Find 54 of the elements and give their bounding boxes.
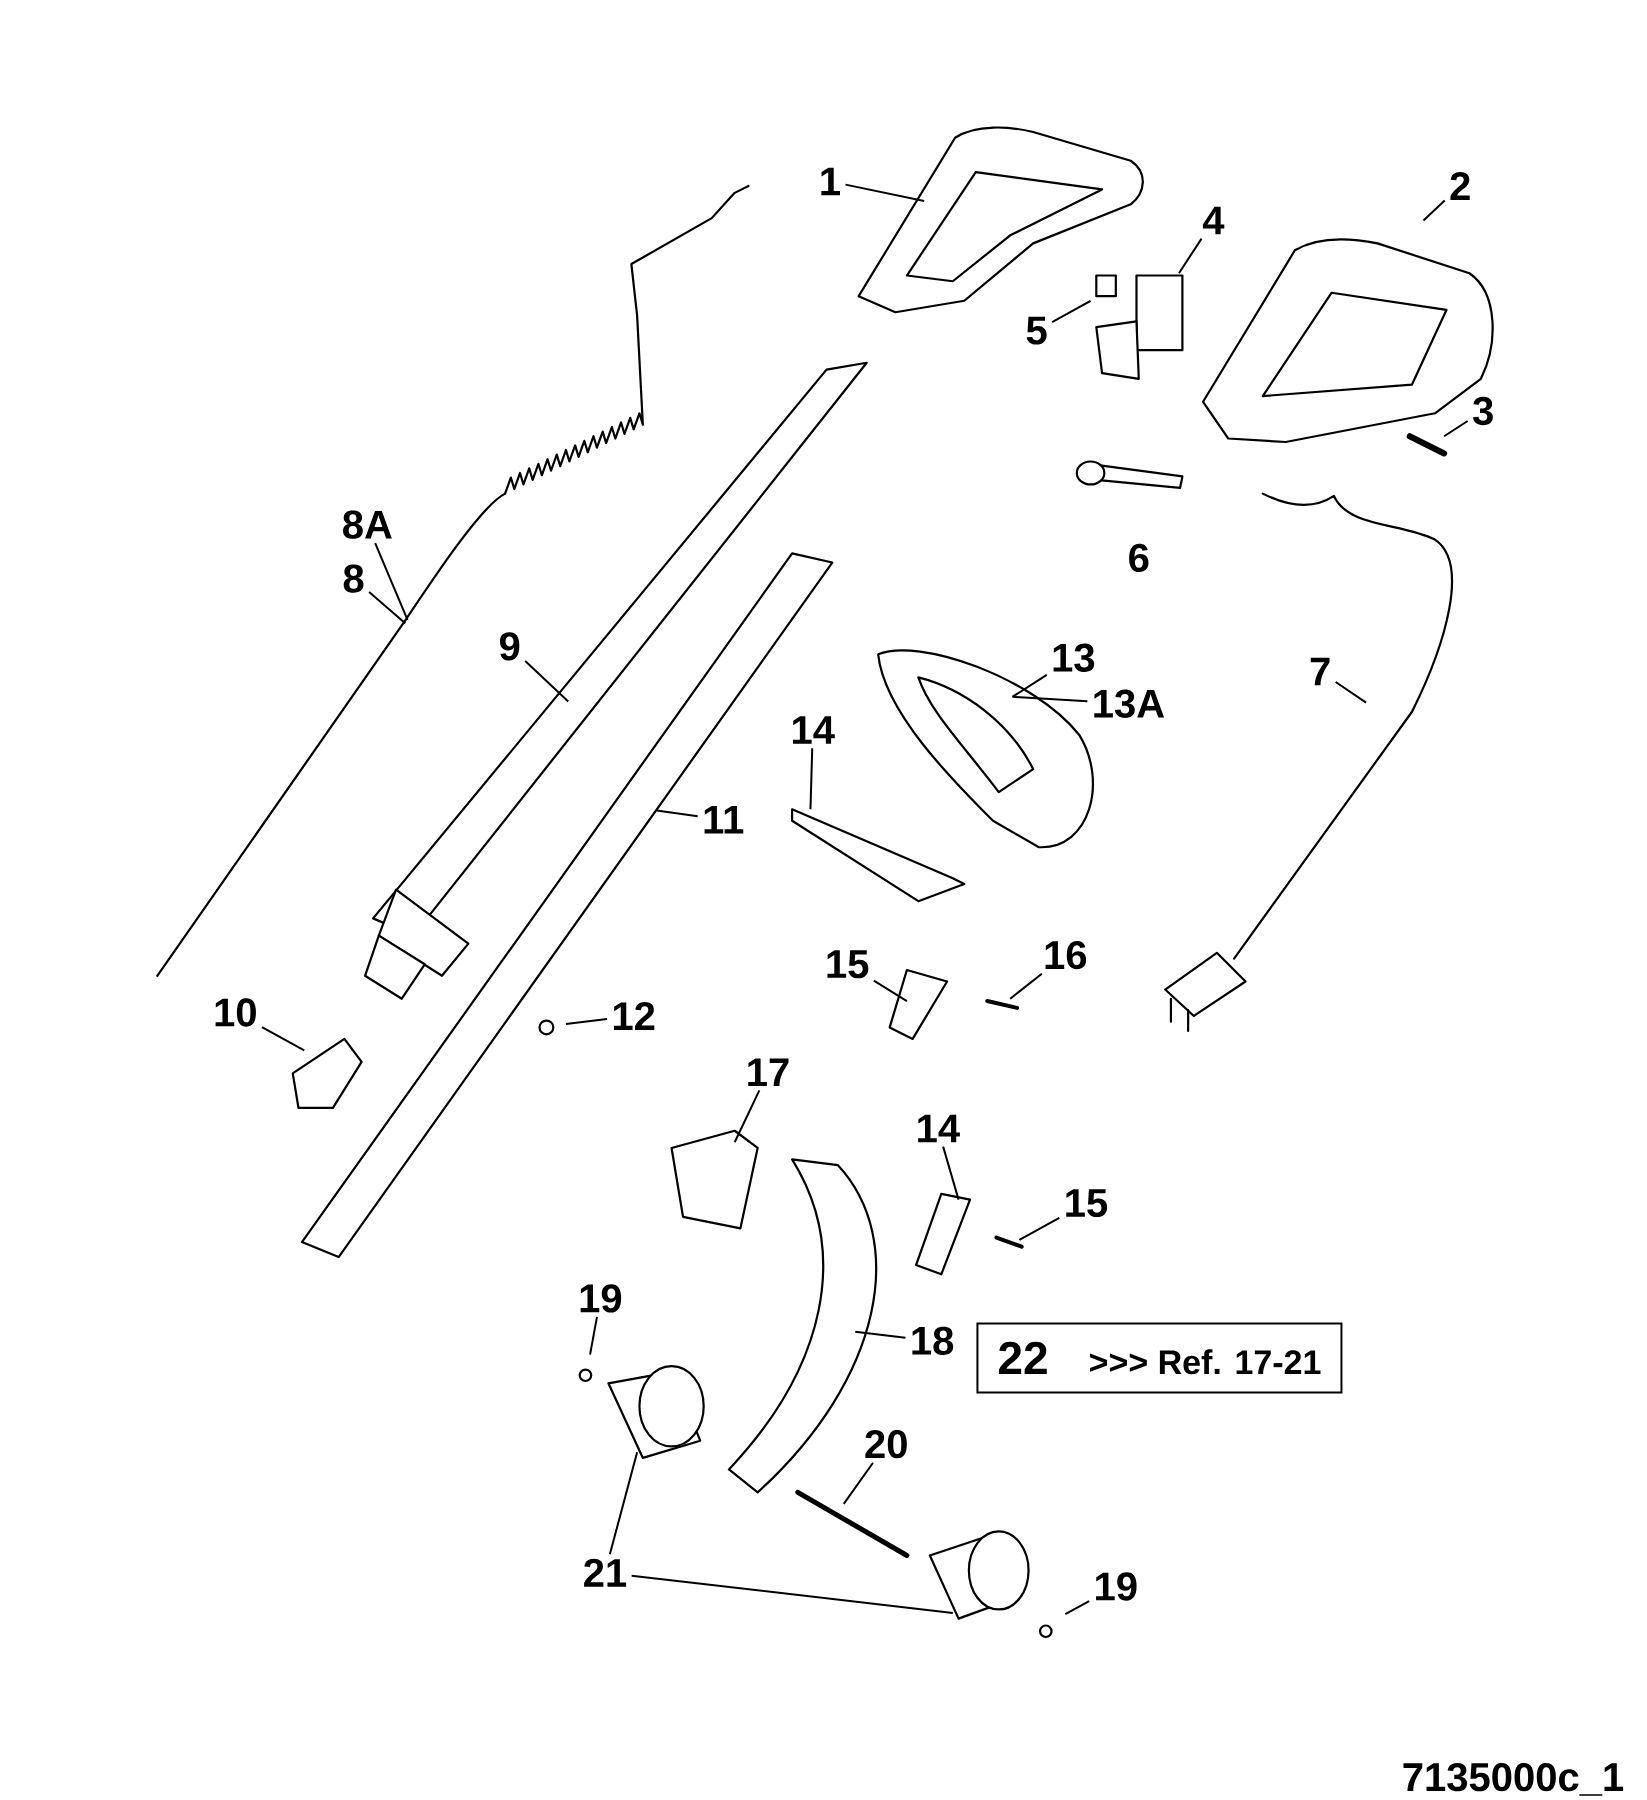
leader-line	[1009, 972, 1043, 1000]
callout-number: 12	[613, 1002, 655, 1030]
leader-line	[872, 979, 908, 1003]
leader-line	[1011, 695, 1089, 703]
leader-line	[524, 659, 570, 703]
leader-line	[260, 1026, 306, 1052]
callout-number: 2	[1450, 172, 1470, 200]
leader-line	[367, 591, 407, 625]
leader-line	[842, 1461, 874, 1505]
leader-line	[1177, 237, 1203, 275]
leader-line	[608, 1451, 638, 1556]
leader-line	[809, 747, 814, 811]
leader-line	[942, 1145, 960, 1201]
callout-number: 4	[1202, 206, 1225, 235]
callout-number: 14	[918, 1114, 960, 1143]
callout-number: 11	[704, 805, 744, 834]
callout-number: 8	[343, 564, 364, 593]
leader-line	[733, 1089, 761, 1144]
callout-number: 20	[865, 1430, 907, 1459]
callout-number: 8A	[342, 510, 392, 539]
callout-number: 9	[499, 632, 520, 661]
reference-box: 22 >>> Ref. 17-21	[976, 1322, 1343, 1394]
callout-number: 17	[748, 1058, 789, 1086]
callout-number: 13	[1053, 643, 1094, 672]
leader-line	[1422, 199, 1446, 222]
callout-number: 18	[912, 1326, 953, 1355]
callout-number: 5	[1026, 316, 1047, 345]
drawing-number: 7135000c_1	[1403, 1762, 1623, 1796]
callout-number: 19	[1095, 1572, 1137, 1601]
leader-line	[1334, 681, 1367, 704]
callout-number: 6	[1128, 543, 1149, 573]
leader-line	[1051, 299, 1092, 324]
leader-line	[854, 1330, 907, 1339]
leader-line	[655, 809, 699, 818]
callout-number: 7	[1310, 657, 1330, 686]
leader-line	[1011, 673, 1048, 698]
callout-number: 16	[1045, 940, 1086, 970]
leader-line	[588, 1315, 598, 1356]
callout-number: 1	[821, 167, 840, 196]
callout-number: 19	[580, 1284, 621, 1313]
callout-number: 21	[583, 1558, 626, 1587]
leader-line	[564, 1018, 608, 1025]
callout-number: 15	[827, 950, 869, 979]
leader-line	[630, 1574, 954, 1614]
callout-number: 15	[1066, 1189, 1107, 1217]
callout-number: 3	[1472, 396, 1493, 426]
leader-line	[844, 183, 925, 202]
callout-number: 13A	[1094, 689, 1164, 718]
leader-line	[374, 542, 409, 621]
leader-line	[1018, 1216, 1061, 1241]
callout-number: 14	[792, 716, 835, 744]
leader-line	[1443, 420, 1469, 438]
leader-line	[1064, 1600, 1090, 1616]
callout-number: 10	[215, 998, 256, 1027]
